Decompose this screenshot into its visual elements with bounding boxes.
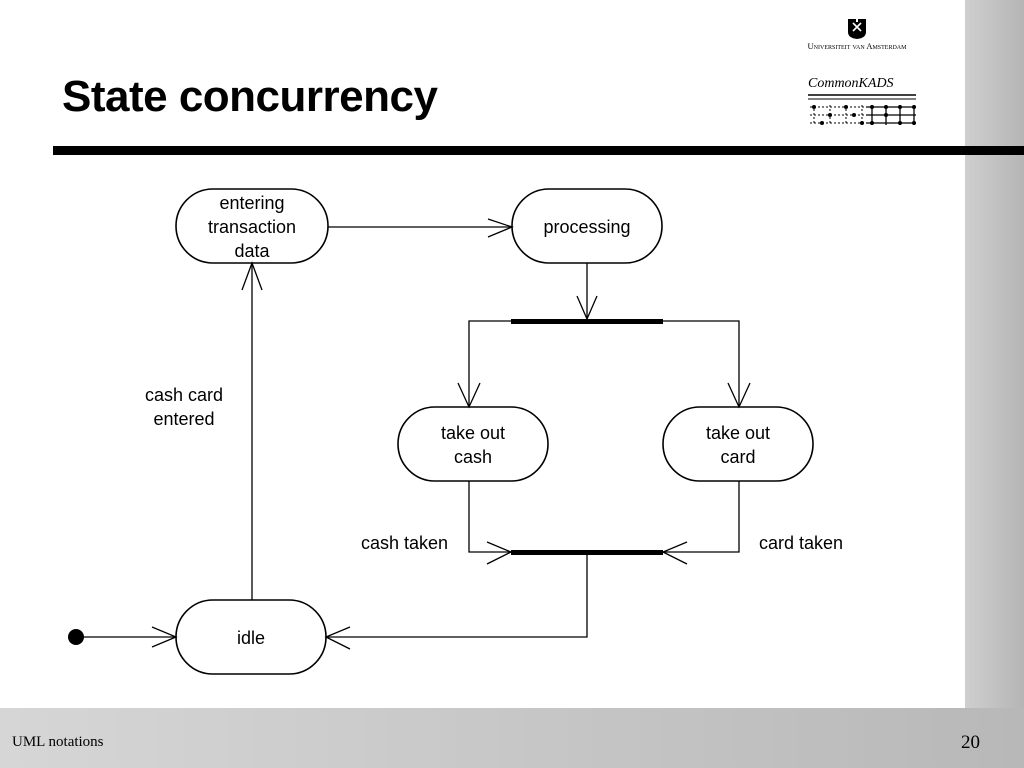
transition-idle-to-entering	[241, 261, 263, 600]
university-logo: Universiteit van Amsterdam	[800, 18, 914, 52]
state-idle-label-line-1: idle	[236, 628, 266, 648]
page-number: 20	[961, 732, 980, 753]
state-take-card-label-line-1: take out	[705, 423, 771, 443]
state-entering-label-line-1: entering	[219, 193, 285, 213]
state-take-cash-label-line-2: cash	[453, 447, 493, 467]
transition-label-cash-card-entered-line-1: cash card	[144, 385, 224, 405]
state-take-out-card	[662, 406, 814, 482]
state-take-out-cash	[397, 406, 549, 482]
state-entering-label-line-3: data	[234, 241, 270, 261]
slide-title: State concurrency	[62, 72, 438, 121]
state-entering-label: entering transaction data	[176, 191, 328, 263]
footer-section-title: UML notations	[12, 734, 104, 750]
transition-label-cash-taken: cash taken	[361, 533, 449, 553]
university-seal-icon	[848, 19, 866, 39]
transition-initial-to-idle	[84, 626, 178, 648]
right-decorative-band	[965, 0, 1024, 768]
transition-processing-to-fork	[576, 263, 598, 321]
transition-cash-to-join	[468, 481, 513, 565]
state-idle-label: idle	[176, 626, 326, 650]
commonkads-logo: CommonKADS	[806, 76, 918, 132]
commonkads-network-icon	[808, 94, 916, 125]
join-bar	[511, 550, 663, 555]
commonkads-logo-text: CommonKADS	[808, 76, 894, 91]
state-processing-label-line-1: processing	[543, 217, 631, 237]
transition-fork-to-take-cash	[457, 320, 511, 409]
transition-fork-to-take-card	[663, 320, 751, 409]
transition-label-card-taken: card taken	[759, 533, 844, 553]
fork-bar	[511, 319, 663, 324]
university-logo-text: Universiteit van Amsterdam	[807, 41, 907, 51]
title-divider	[53, 146, 1024, 155]
state-take-card-label-line-2: card	[720, 447, 756, 467]
transition-label-cash-card-entered: cash card entered	[120, 383, 248, 431]
state-take-cash-label-line-1: take out	[440, 423, 506, 443]
transition-card-to-join	[661, 481, 740, 565]
transition-join-to-idle	[324, 555, 588, 650]
state-entering-label-line-2: transaction	[207, 217, 297, 237]
footer-band	[0, 708, 1024, 768]
state-take-card-label: take out card	[663, 421, 813, 469]
state-take-cash-label: take out cash	[398, 421, 548, 469]
state-processing-label: processing	[512, 215, 662, 239]
transition-label-cash-card-entered-line-2: entered	[153, 409, 215, 429]
transition-entering-to-processing	[328, 218, 514, 238]
initial-state-dot	[68, 629, 84, 645]
